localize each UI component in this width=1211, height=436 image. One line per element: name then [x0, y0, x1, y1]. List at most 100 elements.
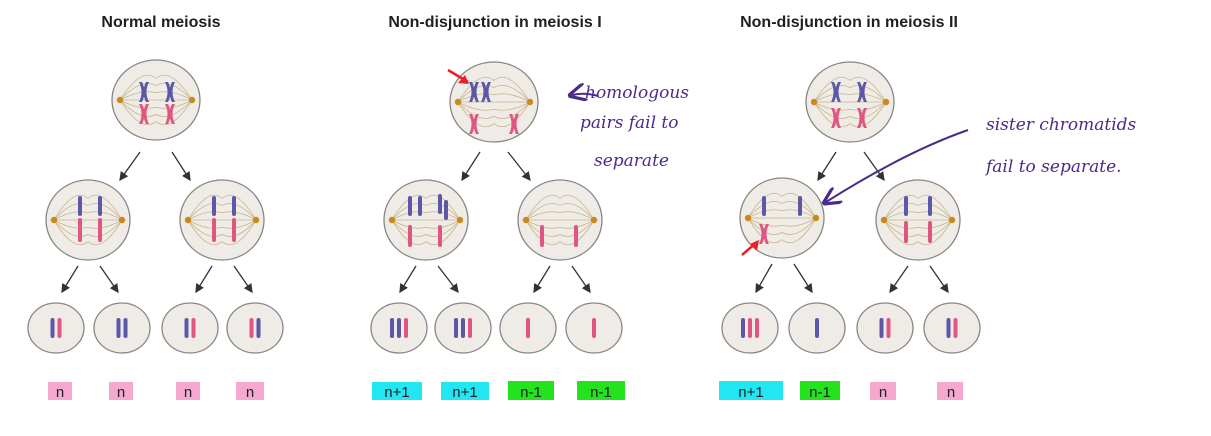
- chromatid: [485, 82, 491, 102]
- ploidy-label: n: [117, 384, 125, 401]
- ploidy-label: n: [879, 384, 887, 401]
- chromatid: [831, 108, 837, 128]
- chromatid: [748, 318, 752, 338]
- ploidy-labels: n n n n n+1 n+1 n-1 n-1 n+1 n-1 n n: [48, 381, 963, 401]
- chromatid: [763, 224, 769, 244]
- centrosome: [456, 216, 464, 224]
- daughter-cell: [45, 179, 131, 261]
- chromatid: [50, 318, 55, 338]
- red-arrow-icon: [447, 68, 469, 84]
- chromatid: [165, 104, 171, 124]
- parent-cell: [449, 61, 539, 143]
- centrosome: [948, 216, 956, 224]
- chromatid: [249, 318, 254, 338]
- gamete-cell: [161, 302, 219, 354]
- chromatid: [831, 82, 837, 102]
- label-bg: [937, 382, 963, 400]
- label-bg: [508, 381, 554, 400]
- chromatid: [835, 82, 841, 102]
- gamete-cell: [788, 302, 846, 354]
- chromatid: [798, 196, 802, 216]
- gamete-cell: [434, 302, 492, 354]
- chromatid: [481, 82, 487, 102]
- centrosome: [882, 98, 890, 106]
- panel-title-normal: Normal meiosis: [101, 14, 220, 31]
- chromatid: [574, 225, 578, 247]
- centrosome: [184, 216, 192, 224]
- chromatid: [397, 318, 401, 338]
- label-bg: [577, 381, 625, 400]
- chromatid: [946, 318, 951, 338]
- chromatid: [256, 318, 261, 338]
- centrosome: [252, 216, 260, 224]
- centrosome: [522, 216, 530, 224]
- arrow-icon: [195, 265, 213, 294]
- label-bg: [236, 382, 264, 400]
- chromatid: [755, 318, 759, 338]
- chromatid: [904, 196, 908, 216]
- chromatid: [879, 318, 884, 338]
- label-bg: [372, 382, 422, 400]
- label-bg: [441, 382, 489, 400]
- arrow-icon: [99, 265, 119, 294]
- arrow-icon: [889, 265, 909, 294]
- gamete-cell: [499, 302, 557, 354]
- centrosome: [810, 98, 818, 106]
- gamete-cell: [856, 302, 914, 354]
- chromatid: [438, 194, 442, 214]
- chromatid: [169, 82, 175, 102]
- arrow-icon: [507, 151, 531, 182]
- chromatid: [123, 318, 128, 338]
- chromatid: [390, 318, 394, 338]
- ploidy-label: n: [184, 384, 192, 401]
- red-arrow-icon: [741, 240, 759, 256]
- centrosome: [880, 216, 888, 224]
- arrow-icon: [571, 265, 591, 294]
- chromatid: [513, 114, 519, 134]
- arrow-icon: [61, 265, 79, 294]
- chromatid: [78, 196, 82, 216]
- centrosome: [526, 98, 534, 106]
- ploidy-label: n-1: [809, 384, 831, 401]
- annotation-meiosis-2: sister chromatids fail to separate.: [826, 115, 1137, 202]
- chromatid: [762, 196, 766, 216]
- arrows-layer: [61, 151, 949, 294]
- chromatid: [540, 225, 544, 247]
- chromatid: [469, 114, 475, 134]
- daughter-cell: [739, 177, 825, 259]
- chromatid: [509, 114, 515, 134]
- chromatid: [454, 318, 458, 338]
- chromatid: [835, 108, 841, 128]
- chromatid: [191, 318, 196, 338]
- centrosome: [116, 96, 124, 104]
- arrow-icon: [817, 151, 837, 182]
- chromatid: [928, 221, 932, 243]
- arrow-icon: [171, 151, 191, 182]
- daughter-cell: [517, 179, 603, 261]
- chromatid: [759, 224, 765, 244]
- chromatid: [461, 318, 465, 338]
- chromatid: [165, 82, 171, 102]
- chromatid: [468, 318, 472, 338]
- chromatid: [212, 196, 216, 216]
- centrosome: [118, 216, 126, 224]
- chromatid: [404, 318, 408, 338]
- centrosome: [50, 216, 58, 224]
- chromatid: [815, 318, 819, 338]
- chromatid: [473, 114, 479, 134]
- chromatid: [444, 200, 448, 220]
- annotation-line: pairs fail to: [580, 113, 678, 133]
- chromatid: [469, 82, 475, 102]
- chromatid: [857, 108, 863, 128]
- chromatid: [232, 218, 236, 242]
- arrow-icon: [119, 151, 141, 182]
- arrow-icon: [793, 263, 813, 294]
- chromatid: [232, 196, 236, 216]
- chromatid: [184, 318, 189, 338]
- chromatid: [139, 82, 145, 102]
- chromatid: [857, 82, 863, 102]
- centrosome: [454, 98, 462, 106]
- ploidy-label: n: [947, 384, 955, 401]
- chromatid: [438, 225, 442, 247]
- chromatid: [139, 104, 145, 124]
